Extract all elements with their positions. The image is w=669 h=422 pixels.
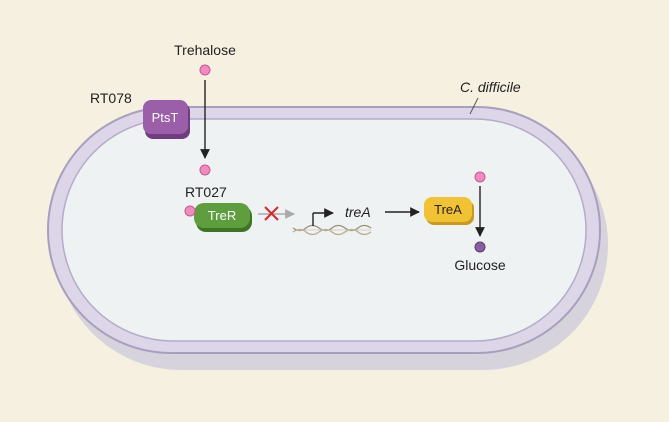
ptst-transporter: PtsT <box>143 100 190 139</box>
dna-strand-icon <box>292 224 372 236</box>
trehalose-dot-inside <box>199 164 211 176</box>
organism-label: C. difficile <box>460 79 521 95</box>
trea-gene-label: treA <box>345 204 371 220</box>
trehalose-bound-dot <box>184 205 196 217</box>
trehalose-label: Trehalose <box>174 42 236 58</box>
glucose-label: Glucose <box>454 257 506 273</box>
trehalose-dot-substrate <box>474 171 486 183</box>
trer-label: TreR <box>208 208 236 223</box>
trea-body <box>424 197 472 222</box>
ptst-label: PtsT <box>152 110 179 125</box>
trehalose-dot-outside <box>199 64 211 76</box>
rt078-label: RT078 <box>90 90 132 106</box>
trea-label: TreA <box>434 202 462 217</box>
rt027-label: RT027 <box>185 184 227 200</box>
organism-leader-line <box>469 97 479 115</box>
ptst-body <box>143 100 188 134</box>
glucose-dot <box>474 241 486 253</box>
trer-repressor: TreR <box>194 203 252 232</box>
bacterial-cell <box>47 106 608 370</box>
trea-enzyme: TreA <box>424 197 474 225</box>
x-mark-icon <box>264 206 279 221</box>
trer-body <box>194 203 250 228</box>
promoter-arrow-icon <box>312 208 334 226</box>
